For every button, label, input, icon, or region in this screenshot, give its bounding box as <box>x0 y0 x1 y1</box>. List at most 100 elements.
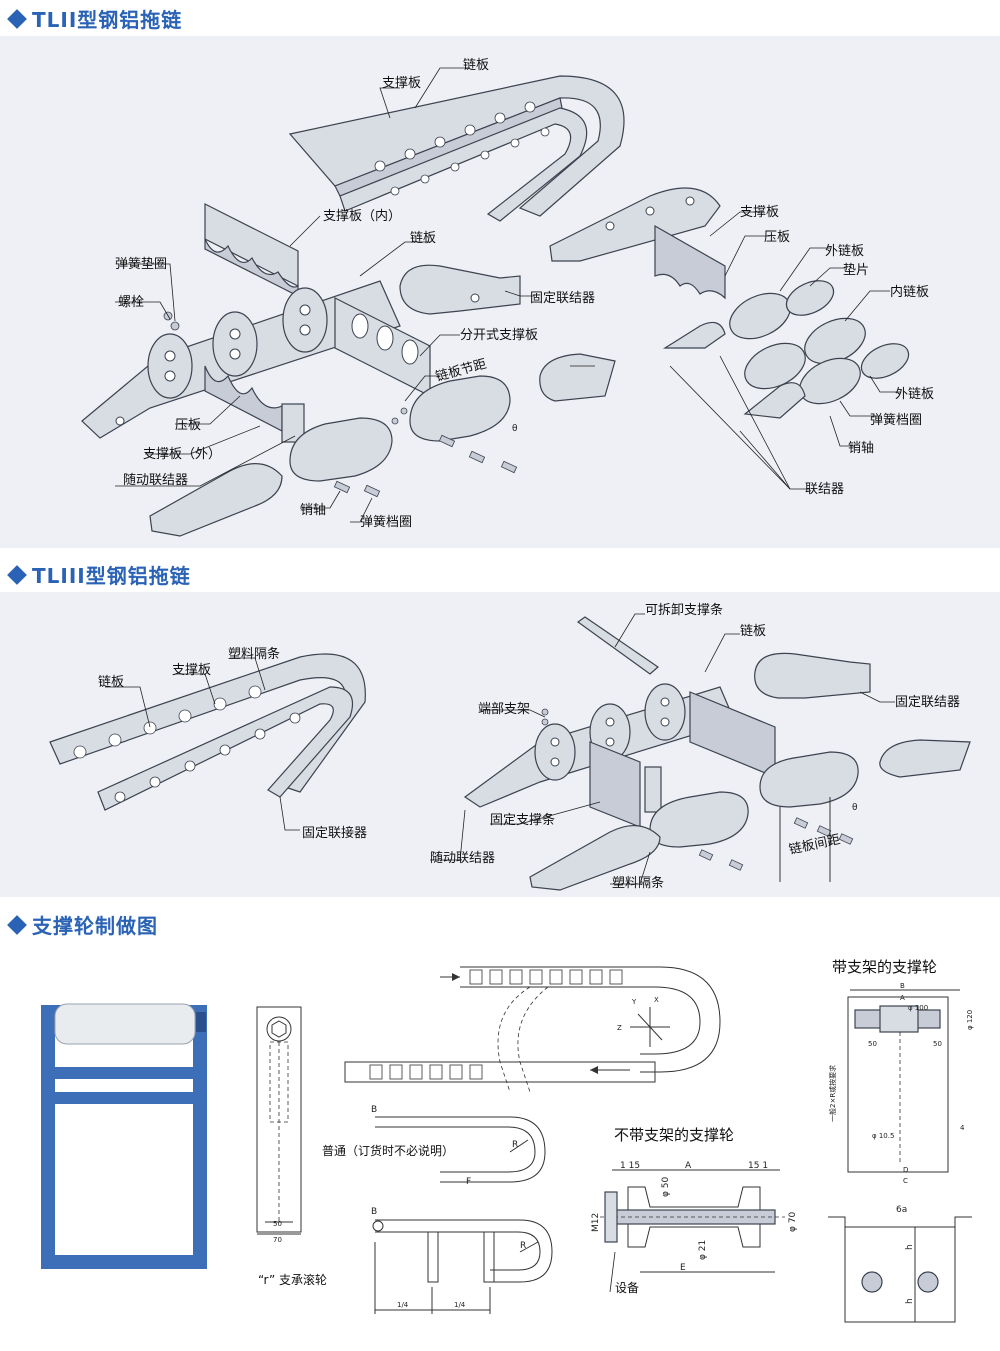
br-phi120: φ 120 <box>966 1010 974 1030</box>
label-lianjieqi: 联结器 <box>805 482 844 497</box>
tl3-end-brackets <box>589 691 776 828</box>
br-B: B <box>900 982 905 990</box>
br-6a: 6a <box>896 1205 907 1215</box>
tl3-labels: 链板 支撑板 塑料隔条 固定联接器 可拆卸支撑条 链板 端部支架 固定联结器 固… <box>98 602 960 891</box>
br-D: D <box>903 1166 908 1174</box>
tl2-left-link-plates <box>81 280 401 439</box>
label-lianban: 链板 <box>98 675 124 690</box>
diamond-bullet-icon <box>7 9 27 29</box>
br-phi100: φ 100 <box>908 1004 928 1012</box>
blue-support-frame <box>41 1003 207 1269</box>
tl2-inner-support-plate <box>204 203 299 297</box>
label-suliao-getiao-r: 塑料隔条 <box>612 875 664 891</box>
dim-quarter2: 1/4 <box>454 1301 466 1309</box>
roller-with-bracket-drawing: 带支架的支撑轮 B A φ 100 φ 120 50 50 φ 10.5 D C… <box>828 958 974 1323</box>
roller-without-bracket-drawing: 不带支架的支撑轮 1 15 A 15 1 E φ 50 φ 21 φ 70 M1… <box>591 1126 798 1295</box>
label-dianpian: 垫片 <box>843 262 869 278</box>
axis-x: X <box>654 996 659 1004</box>
dim-phi70: φ 70 <box>788 1211 798 1232</box>
tl2-exploded-diagram: 链板 支撑板 支撑板（内） 链板 弹簧垫圈 螺栓 固定联结器 分开式支撑板 链板… <box>81 58 934 537</box>
label-lianban-r: 链板 <box>740 624 766 639</box>
dim-B2: B <box>371 1207 377 1217</box>
label-luoshuan: 螺栓 <box>118 295 144 310</box>
tl3-leader-lines <box>105 613 895 885</box>
tl3-diagram-panel: 链板 支撑板 塑料隔条 固定联接器 可拆卸支撑条 链板 端部支架 固定联结器 固… <box>0 592 1000 897</box>
label-wai-lianban: 外链板 <box>825 244 864 259</box>
section-title-wheel: 支撑轮制做图 <box>7 910 158 939</box>
label-theta: θ <box>512 424 518 434</box>
dim-70: 70 <box>273 1236 282 1244</box>
label-yaban-r: 压板 <box>764 230 790 245</box>
label-without-bracket: 不带支架的支撑轮 <box>614 1126 734 1144</box>
tl2-pressure-plate <box>204 365 305 443</box>
label-nei-lianban: 内链板 <box>890 284 929 300</box>
chain-motion-drawing: X Y Z <box>344 966 721 1093</box>
tl2-fixed-connector <box>399 264 521 315</box>
label-lianban-mid: 链板 <box>410 231 436 246</box>
tl2-diagram-panel: 链板 支撑板 支撑板（内） 链板 弹簧垫圈 螺栓 固定联结器 分开式支撑板 链板… <box>0 36 1000 548</box>
dim-M12: M12 <box>591 1213 601 1232</box>
diamond-bullet-icon <box>7 915 27 935</box>
label-equipment: 设备 <box>615 1281 639 1295</box>
label-with-bracket: 带支架的支撑轮 <box>832 958 937 976</box>
br-h2: h <box>905 1298 915 1304</box>
label-kechaixie-zhichengtiao: 可拆卸支撑条 <box>645 602 723 618</box>
br-50a: 50 <box>868 1040 877 1048</box>
label-xiaozhou-r: 销轴 <box>848 441 874 456</box>
dim-50: 50 <box>273 1220 282 1228</box>
normal-bend-drawing: B R F 普通（订货时不必说明） <box>322 1105 546 1187</box>
tl2-right-exploded-group <box>549 187 910 419</box>
label-fenkaishi-zhichengban: 分开式支撑板 <box>460 328 538 343</box>
label-suidong-lianjieqi: 随动联结器 <box>123 473 188 488</box>
label-suidong-lianjieqi: 随动联结器 <box>430 851 495 866</box>
label-zhichengban-top: 支撑板 <box>382 76 421 91</box>
dim-A: A <box>685 1161 692 1171</box>
label-zhichengban-wai: 支撑板（外） <box>143 447 221 462</box>
tl3-removable-bar <box>576 616 659 675</box>
dim-R2: R <box>520 1241 526 1251</box>
wheel-diagram: 50 70 “r” 支承滚轮 X Y Z <box>41 958 974 1323</box>
tl3-fixed-connector <box>754 652 971 778</box>
label-guding-zhichengtiao: 固定支撑条 <box>490 812 555 828</box>
tl2-pins <box>163 311 518 498</box>
tl2-lower-right-links <box>149 353 616 537</box>
dim-phi21: φ 21 <box>698 1240 708 1260</box>
label-zhichengban-r: 支撑板 <box>740 205 779 220</box>
dim-R: R <box>512 1140 518 1150</box>
label-lianban-top: 链板 <box>463 58 489 73</box>
label-tanhuangdianquan: 弹簧垫圈 <box>115 256 167 272</box>
dim-B: B <box>371 1105 377 1115</box>
label-lianban-jianju: 链板间距 <box>788 832 842 857</box>
label-zhichengban-nei: 支撑板（内） <box>323 208 401 224</box>
label-zhichengban: 支撑板 <box>172 663 211 678</box>
label-guding-lianjieqi-r: 固定联结器 <box>895 695 960 710</box>
label-wai-lianban2: 外链板 <box>895 387 934 402</box>
roller-bend-drawing: B R 1/4 1/4 <box>371 1207 553 1314</box>
label-suliao-getiao: 塑料隔条 <box>228 646 280 662</box>
label-normal: 普通（订货时不必说明） <box>322 1143 454 1158</box>
br-phi10: φ 10.5 <box>872 1132 894 1140</box>
label-xiaozhou: 销轴 <box>300 503 326 518</box>
wheel-drawings: 50 70 “r” 支承滚轮 X Y Z <box>0 942 1000 1347</box>
label-theta: θ <box>852 803 858 813</box>
tl2-chain-assembly <box>288 75 625 222</box>
br-A: A <box>900 994 905 1002</box>
axis-z: Z <box>617 1024 622 1032</box>
label-yaban: 压板 <box>175 418 201 433</box>
section-title-tl2: TLII型钢铝拖链 <box>7 4 182 33</box>
label-guding-lianjieqi: 固定联接器 <box>302 825 367 841</box>
diamond-bullet-icon <box>7 565 27 585</box>
dim-E: E <box>680 1263 686 1273</box>
tl2-labels: 链板 支撑板 支撑板（内） 链板 弹簧垫圈 螺栓 固定联结器 分开式支撑板 链板… <box>115 58 934 530</box>
dim-15b: 15 1 <box>748 1161 768 1171</box>
label-r-roller: “r” 支承滚轮 <box>258 1272 327 1287</box>
r-roller-drawing: 50 70 “r” 支承滚轮 <box>256 1006 327 1287</box>
br-side-text: 一般2×R或按要求 <box>828 1065 837 1122</box>
axis-y: Y <box>631 998 637 1006</box>
label-duanbu-zhijia: 端部支架 <box>478 702 530 717</box>
tl3-exploded-diagram: 链板 支撑板 塑料隔条 固定联接器 可拆卸支撑条 链板 端部支架 固定联结器 固… <box>49 602 971 891</box>
br-50b: 50 <box>933 1040 942 1048</box>
dim-F: F <box>466 1177 471 1187</box>
label-tanhuang-dangquan: 弹簧档圈 <box>360 514 412 530</box>
section-title-tl3: TLIII型钢铝拖链 <box>7 560 191 589</box>
